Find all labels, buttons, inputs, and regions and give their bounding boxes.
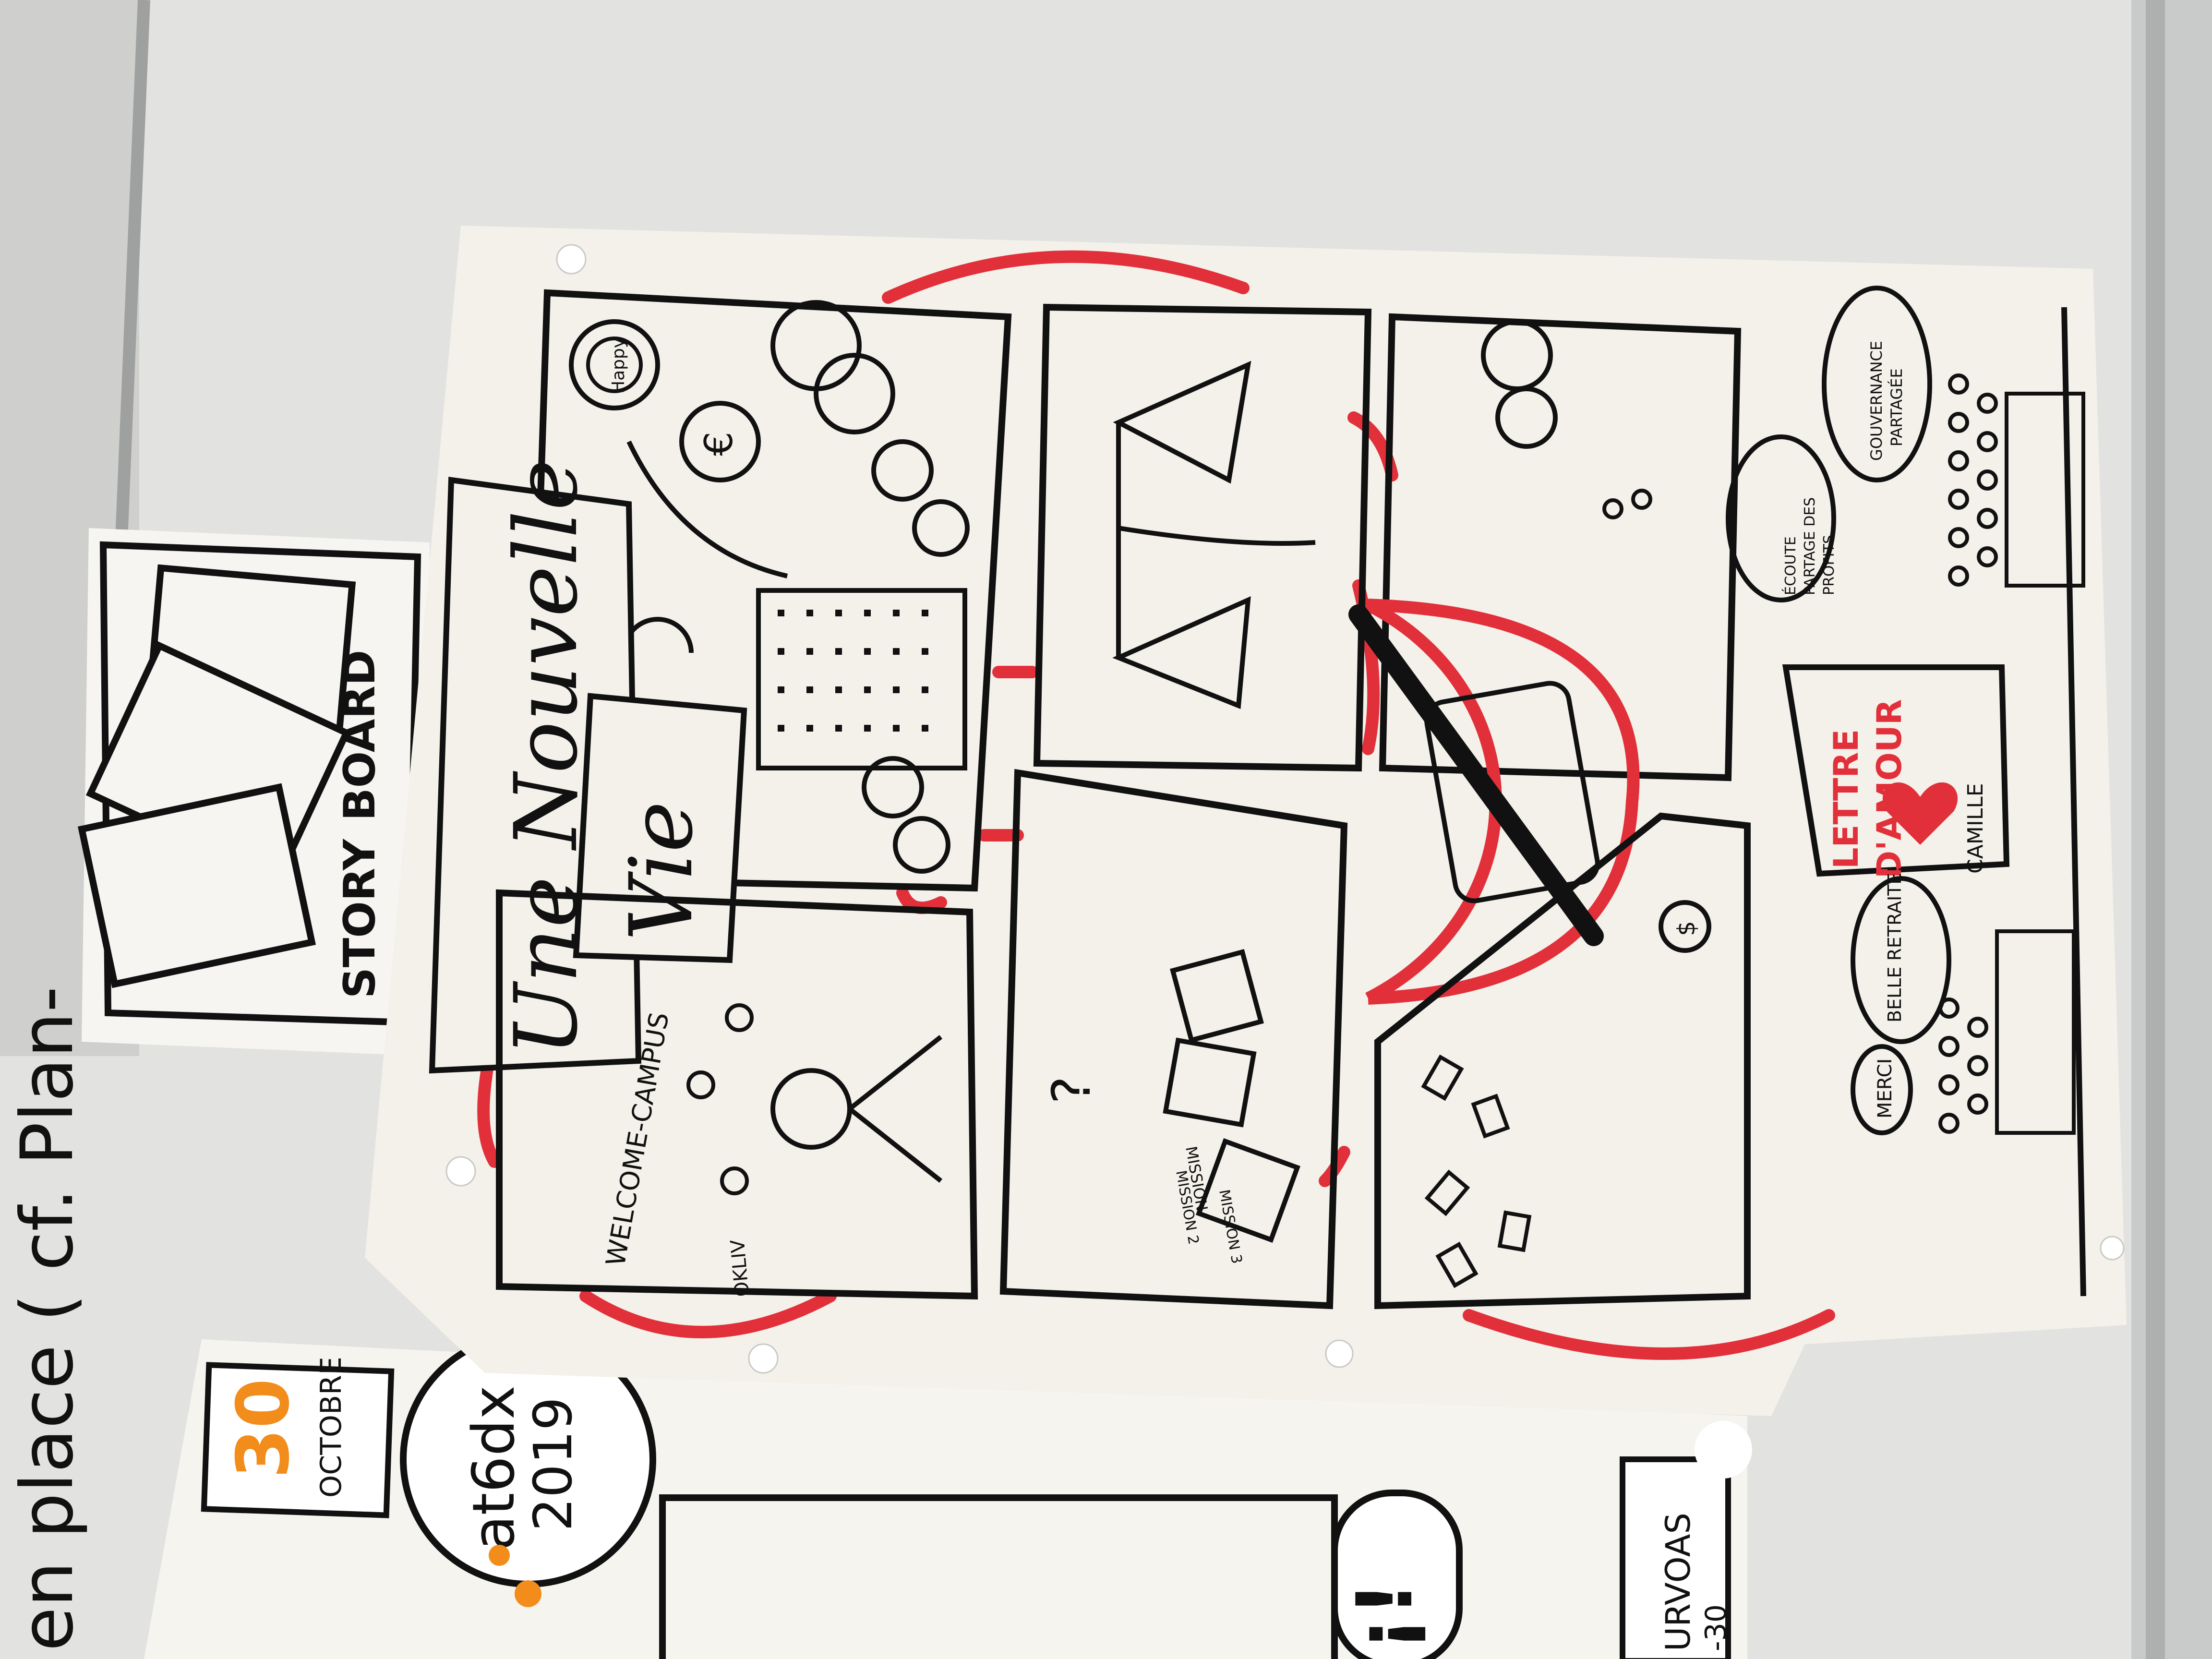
love-letter <box>1782 664 2010 877</box>
crowd-top <box>1948 373 2085 588</box>
speech-bubble <box>1331 1490 1463 1659</box>
right-frame-rail <box>2146 0 2165 1659</box>
whiteboard-text: en place ( cf. Plan- <box>6 986 89 1651</box>
logo-dot <box>489 1545 510 1566</box>
speech-bubble-partage <box>1726 434 1836 602</box>
bag-label: OKLIV <box>727 1238 754 1298</box>
event-label-text: URVOAS <box>1659 1513 1698 1651</box>
tree <box>1495 386 1558 449</box>
event-sheet: 30 OCTOBRE at6dx 2019 ¡! URVOAS -30 <box>144 1331 1752 1659</box>
title-line1: Une Nouvelle <box>496 459 597 1056</box>
main-flipchart: Happy € Une Nouvelle <box>365 226 2127 1416</box>
calendar-month: OCTOBRE <box>314 1357 348 1498</box>
event-label-sub: -30 <box>1699 1604 1733 1651</box>
event-logo-year: 2019 <box>522 1397 584 1531</box>
calendar-day: 30 <box>222 1378 305 1479</box>
sheet-divider-line <box>2061 307 2086 1297</box>
speech-bubble-retraite <box>1851 876 1951 1044</box>
heart-icon <box>1882 782 1958 845</box>
euro-symbol: € <box>697 432 741 456</box>
small-figure <box>725 1003 754 1032</box>
scale-post <box>1118 526 1316 546</box>
title-banner: Une Nouvelle Vie <box>429 459 747 1074</box>
letter-signature: CAMILLE <box>1963 783 1988 874</box>
storyboard-word2: BOARD <box>335 650 385 821</box>
mission-card <box>1163 1037 1257 1128</box>
tank-symbol: $ <box>1672 921 1700 936</box>
title-line2: Vie <box>612 801 712 941</box>
storyboard-frame-3 <box>77 783 316 988</box>
person-arms <box>848 1035 943 1183</box>
event-logo-text: at6dx <box>461 1385 528 1551</box>
trees <box>770 300 970 874</box>
question-mark: ? <box>1041 1076 1102 1104</box>
partage-line-3: PROFITS <box>1821 535 1838 595</box>
letter-line-1: LETTRE <box>1827 729 1866 869</box>
stick-figure <box>1602 498 1623 519</box>
stick-figure <box>1631 489 1652 510</box>
panel-missions: ? MISSION MISSION 2 MISSION 3 <box>999 769 1348 1310</box>
target-happy-icon <box>569 319 660 410</box>
speech-bubble-merci <box>1851 1044 1913 1135</box>
retraite-text: BELLE RETRAITE! <box>1884 866 1905 1022</box>
letter-line-2: D'AMOUR <box>1870 699 1909 878</box>
mission-card <box>1170 949 1264 1043</box>
pushpins <box>445 244 2125 1374</box>
car-icon <box>1424 681 1600 903</box>
banknotes <box>1421 1054 1532 1288</box>
event-exclamation: ¡! <box>1340 1581 1430 1651</box>
gouvernance-line-1: GOUVERNANCE <box>1867 341 1886 461</box>
merci-text: MERCI <box>1874 1058 1896 1118</box>
panel-car: $ <box>1348 599 1751 1310</box>
target-label: Happy <box>609 338 628 394</box>
small-figure <box>686 1070 715 1099</box>
euro-coin-icon <box>679 401 761 482</box>
flipchart-paper <box>365 226 2127 1416</box>
event-label-box <box>1620 1456 1731 1659</box>
storyboard-word1: STORY <box>335 838 385 998</box>
mission-card <box>1196 1138 1300 1243</box>
money-frame <box>1374 812 1751 1310</box>
tank-icon <box>1659 900 1711 953</box>
footer-area: ÉCOUTE PARTAGE DES PROFITS GOUVERNANCE P… <box>1726 286 2086 1297</box>
scale-pan <box>1113 361 1251 484</box>
no-sign-arc <box>1368 599 1640 1005</box>
logo-dot <box>515 1580 541 1607</box>
panel-scales <box>1033 303 1372 772</box>
partage-line-1: ÉCOUTE <box>1782 536 1799 595</box>
crowd-bottom <box>1938 929 2076 1135</box>
building-windows <box>778 610 928 732</box>
speech-bubble-gouvernance <box>1822 286 1932 482</box>
magnet <box>1695 1421 1752 1479</box>
building <box>756 588 967 770</box>
calendar-page <box>201 1362 395 1518</box>
growth-arrow <box>626 440 788 578</box>
small-figure <box>720 1166 749 1195</box>
scale-pan <box>1112 596 1251 709</box>
gouvernance-line-2: PARTAGÉE <box>1887 368 1906 446</box>
partage-line-2: PARTAGE DES <box>1802 497 1818 595</box>
right-frame <box>2131 0 2212 1659</box>
storyboard-sheet: STORY BOARD <box>77 528 430 1056</box>
prohibition-stroke <box>1348 604 1604 946</box>
